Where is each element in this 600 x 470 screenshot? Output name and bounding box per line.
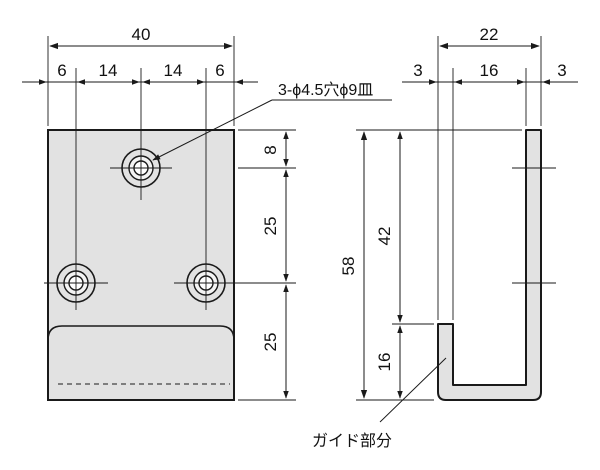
front-seg-1: 6 [57, 61, 66, 80]
front-vlabel-8: 8 [261, 145, 280, 154]
guide-leader [379, 357, 447, 423]
side-view: 22 3 16 3 58 42 16 ガイド部分 [312, 25, 578, 450]
hole-callout-leader [152, 99, 273, 161]
countersunk-hole-top [110, 146, 172, 200]
front-view: 40 6 14 14 6 [22, 25, 392, 401]
countersunk-hole-left [44, 262, 108, 310]
front-vlabel-25a: 25 [261, 217, 280, 236]
guide-label: ガイド部分 [312, 432, 392, 450]
side-vlabel-42: 42 [375, 227, 394, 246]
side-dim-22: 22 [480, 25, 499, 44]
front-vlabel-25b: 25 [261, 333, 280, 352]
side-vlabel-58: 58 [339, 257, 358, 276]
side-vlabel-16: 16 [375, 353, 394, 372]
side-seg-1: 3 [413, 61, 422, 80]
side-seg-2: 16 [480, 61, 499, 80]
side-seg-3: 3 [557, 61, 566, 80]
side-profile [437, 129, 542, 401]
front-seg-3: 14 [164, 61, 183, 80]
front-seg-4: 6 [215, 61, 224, 80]
front-dim-40: 40 [132, 25, 151, 44]
front-guide-edge [47, 325, 235, 341]
countersunk-hole-right [174, 262, 238, 310]
hole-callout: 3-ϕ4.5穴ϕ9皿 [278, 81, 373, 99]
front-seg-2: 14 [99, 61, 118, 80]
